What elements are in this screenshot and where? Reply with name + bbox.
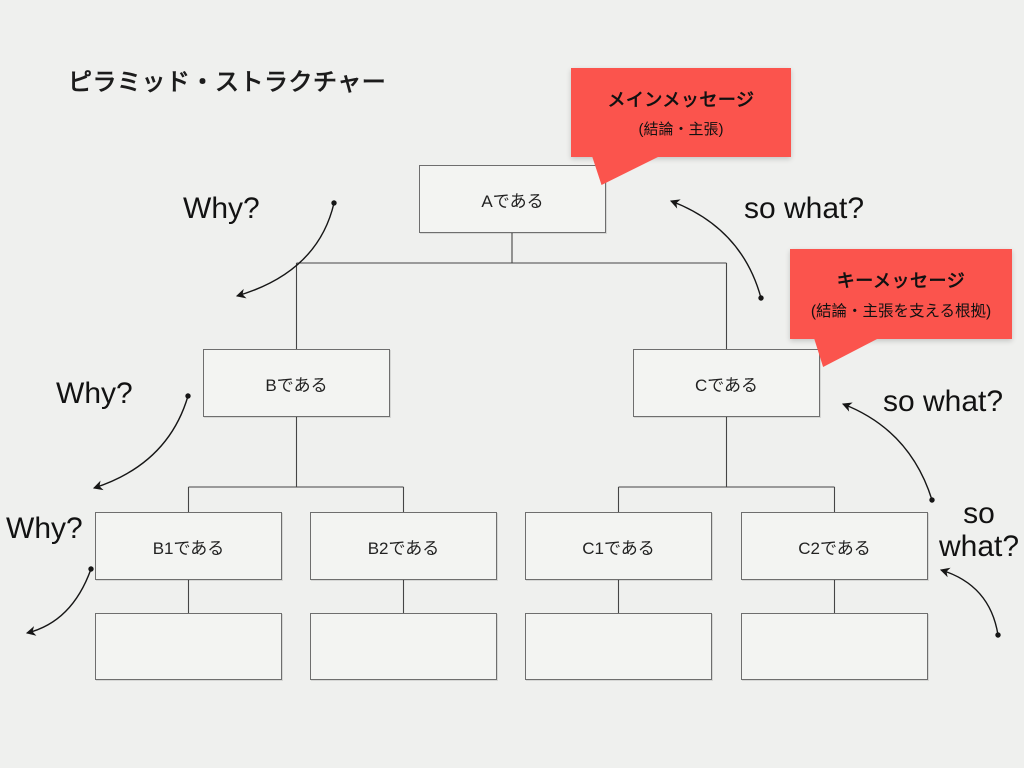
- so-what-label-3: so what?: [933, 497, 1024, 563]
- node-b2: B2である: [310, 512, 497, 580]
- why-arrow-2: [92, 393, 191, 491]
- so-what-label-3-line1: so: [963, 497, 995, 530]
- callout-main-heading: メインメッセージ: [607, 90, 755, 110]
- callout-main-message: メインメッセージ (結論・主張): [571, 68, 791, 185]
- node-b1: B1である: [95, 512, 282, 580]
- callout-main-subtext: (結論・主張): [638, 121, 724, 138]
- connector-lines: [187, 233, 836, 613]
- why-label-3: Why?: [6, 512, 83, 545]
- so-what-label-2: so what?: [883, 385, 1004, 418]
- node-empty-4: [741, 613, 928, 680]
- why-label-2: Why?: [56, 377, 133, 410]
- connector-c-to-c1c2: [617, 417, 836, 512]
- node-empty-2: [310, 613, 497, 680]
- callout-key-message: キーメッセージ (結論・主張を支える根拠): [790, 249, 1012, 367]
- callout-key-subtext: (結論・主張を支える根拠): [810, 303, 992, 320]
- node-c2: C2である: [741, 512, 928, 580]
- node-b: Bである: [203, 349, 390, 417]
- why-label-1: Why?: [183, 192, 260, 225]
- connector-b-to-b1b2: [187, 417, 405, 512]
- connector-row3-to-row4: [187, 580, 836, 613]
- diagram-title: ピラミッド・ストラクチャー: [68, 69, 387, 96]
- so-what-label-3-line2: what?: [938, 530, 1020, 563]
- so-what-label-1: so what?: [744, 192, 865, 225]
- node-empty-3: [525, 613, 712, 680]
- why-arrow-3: [25, 566, 94, 636]
- node-empty-1: [95, 613, 282, 680]
- node-c1: C1である: [525, 512, 712, 580]
- node-a: Aである: [419, 165, 606, 233]
- node-c: Cである: [633, 349, 820, 417]
- connector-a-to-bc: [295, 233, 728, 349]
- why-arrow-1: [235, 200, 337, 299]
- so-what-arrow-3: [939, 567, 1001, 638]
- so-what-arrow-2: [841, 402, 935, 503]
- so-what-arrow-1: [669, 199, 764, 301]
- callout-key-heading: キーメッセージ: [836, 271, 966, 291]
